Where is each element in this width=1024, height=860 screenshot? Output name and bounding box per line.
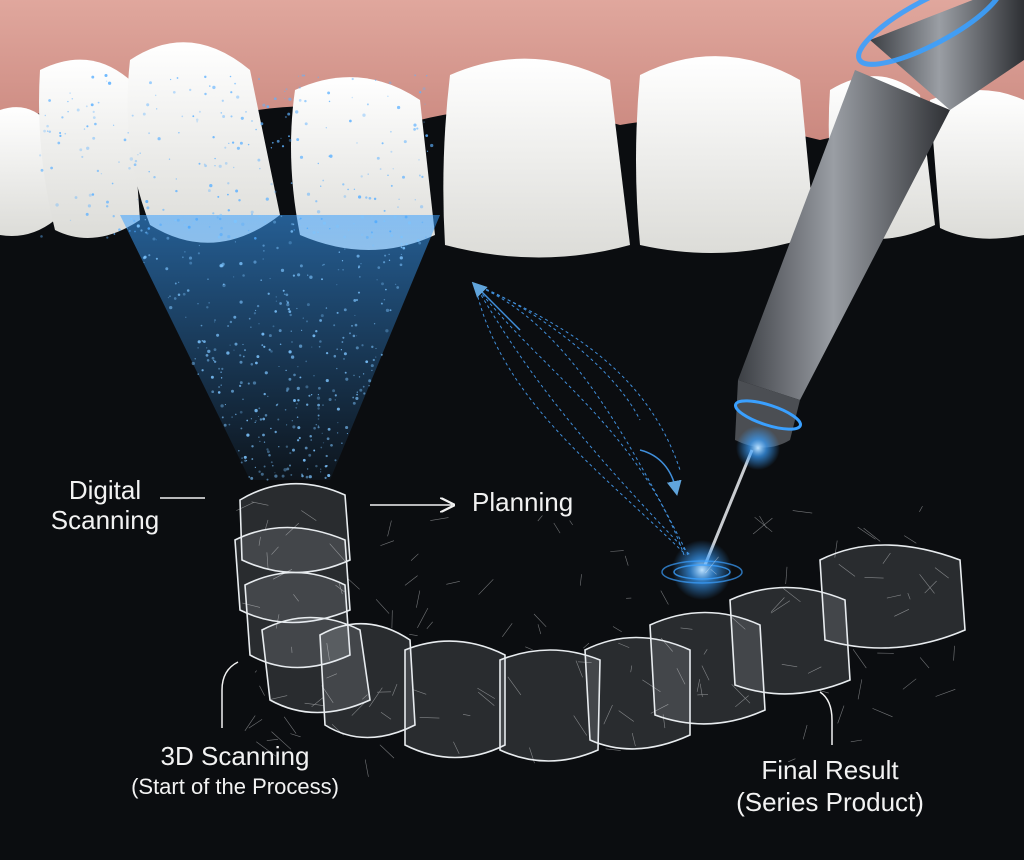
- final-result-title: Final Result: [761, 755, 899, 785]
- 3d-scanning-subtitle: (Start of the Process): [131, 773, 339, 799]
- aligner-tray: [234, 482, 966, 777]
- final-result-bracket: [819, 691, 833, 745]
- tooth-lateral-left: [291, 77, 435, 250]
- digital-scanning-label: Digital Scanning: [40, 475, 170, 536]
- final-result-label: Final Result (Series Product): [700, 755, 960, 818]
- callout-lines: [160, 497, 833, 745]
- tooth-canine-left: [127, 42, 280, 243]
- tooth-premolar-left: [39, 59, 140, 238]
- planning-flow-lines: [471, 281, 691, 556]
- digital-scanning-line1: Digital: [68, 475, 142, 505]
- tooth-central-right: [636, 56, 815, 253]
- final-result-subtitle: (Series Product): [736, 786, 924, 817]
- digital-scanning-line2: Scanning: [50, 504, 160, 535]
- scan-beam: [120, 213, 440, 481]
- planning-label: Planning: [472, 487, 574, 517]
- tooth-canine-right: [930, 90, 1024, 239]
- tooth-central-left: [443, 58, 630, 258]
- 3d-scanning-title: 3D Scanning: [160, 741, 310, 771]
- 3d-scanning-bracket: [221, 661, 239, 728]
- 3d-scanning-label: 3D Scanning (Start of the Process): [100, 741, 370, 799]
- dental-scanner-wand-icon: [661, 0, 1024, 600]
